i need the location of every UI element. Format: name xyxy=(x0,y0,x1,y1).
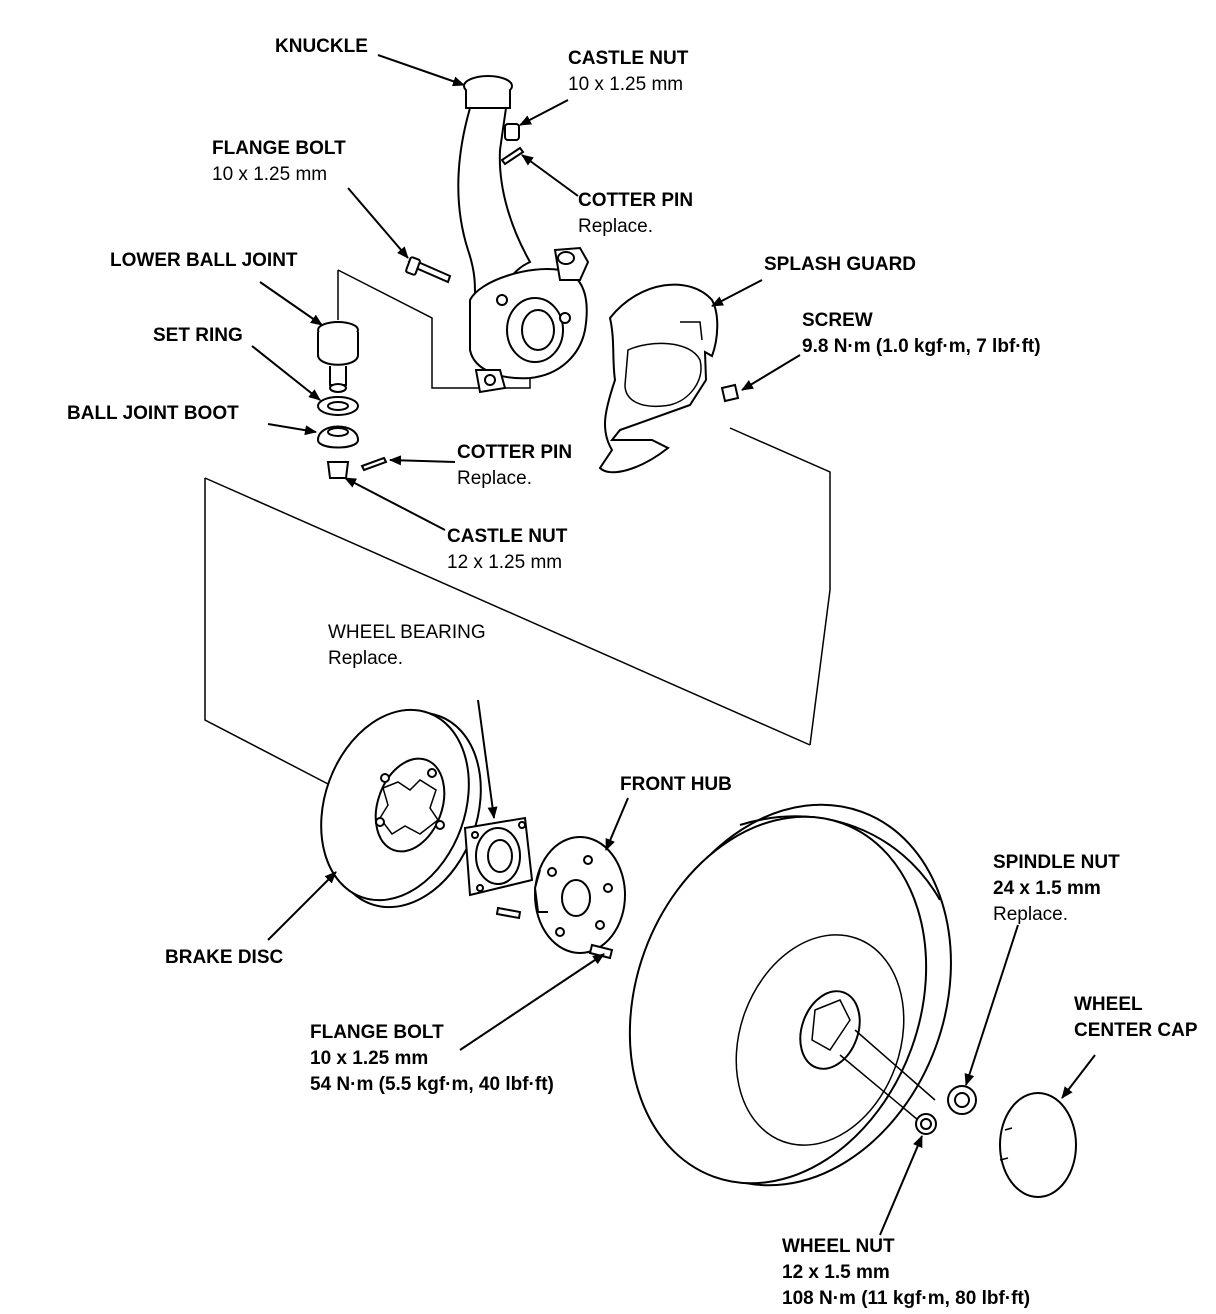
knuckle-part xyxy=(457,75,590,394)
spindle-nut-note: Replace. xyxy=(993,904,1068,925)
ball-joint-boot-label: BALL JOINT BOOT xyxy=(67,401,239,427)
spindle-nut-part xyxy=(947,1085,977,1115)
wheel-center-cap-label: WHEEL CENTER CAP xyxy=(1074,992,1198,1044)
castle-nut-top-title: CASTLE NUT xyxy=(568,48,689,69)
lower-ball-joint-part xyxy=(317,321,359,393)
ball-joint-boot-title: BALL JOINT BOOT xyxy=(67,403,239,424)
splash-guard-part xyxy=(598,283,719,474)
castle-nut-mid-spec: 12 x 1.25 mm xyxy=(447,552,563,573)
castle-nut-top-spec: 10 x 1.25 mm xyxy=(568,74,684,95)
cotter-pin-mid-part xyxy=(360,456,388,472)
leader-arrows xyxy=(251,54,1096,1236)
cotter-pin-mid-label: COTTER PIN Replace. xyxy=(457,440,572,492)
knuckle-title: KNUCKLE xyxy=(275,36,368,57)
wheel-nut-part xyxy=(915,1113,937,1135)
flange-bolt-bottom-title: FLANGE BOLT xyxy=(310,1022,444,1043)
lower-ball-joint-title: LOWER BALL JOINT xyxy=(110,250,298,271)
front-hub-title: FRONT HUB xyxy=(620,774,732,795)
ball-joint-boot-part xyxy=(316,425,360,449)
spindle-nut-spec: 24 x 1.5 mm xyxy=(993,878,1101,899)
castle-nut-mid-label: CASTLE NUT 12 x 1.25 mm xyxy=(447,524,567,576)
castle-nut-mid-title: CASTLE NUT xyxy=(447,526,568,547)
wheel-center-cap-part xyxy=(999,1092,1077,1198)
set-ring-part xyxy=(317,396,359,416)
wheel-bearing-part xyxy=(463,816,534,897)
brake-disc-part xyxy=(320,708,482,909)
spindle-nut-title: SPINDLE NUT xyxy=(993,852,1120,873)
splash-guard-label: SPLASH GUARD xyxy=(764,252,916,278)
wheel-tire-part xyxy=(628,803,952,1187)
flange-bolt-bottom-torque: 54 N·m (5.5 kgf·m, 40 lbf·ft) xyxy=(310,1074,554,1095)
front-hub-label: FRONT HUB xyxy=(620,772,732,798)
castle-nut-top-label: CASTLE NUT 10 x 1.25 mm xyxy=(568,46,688,98)
cotter-pin-top-label: COTTER PIN Replace. xyxy=(578,188,693,240)
set-ring-label: SET RING xyxy=(153,323,243,349)
set-ring-title: SET RING xyxy=(153,325,243,346)
wheel-nut-title: WHEEL NUT xyxy=(782,1236,895,1257)
wheel-nut-spec: 12 x 1.5 mm xyxy=(782,1262,890,1283)
flange-bolt-top-title: FLANGE BOLT xyxy=(212,138,346,159)
castle-nut-mid-part xyxy=(326,461,350,479)
front-hub-part xyxy=(533,836,626,954)
wheel-bearing-note: Replace. xyxy=(328,648,403,669)
cotter-pin-top-part xyxy=(500,146,525,166)
cotter-pin-top-title: COTTER PIN xyxy=(578,190,694,211)
flange-bolt-top-spec: 10 x 1.25 mm xyxy=(212,164,328,185)
screw-label: SCREW 9.8 N·m (1.0 kgf·m, 7 lbf·ft) xyxy=(802,308,1041,360)
cotter-pin-top-note: Replace. xyxy=(578,216,653,237)
brake-disc-title: BRAKE DISC xyxy=(165,947,284,968)
castle-nut-top-part xyxy=(504,123,520,141)
wheel-bearing-label: WHEEL BEARING Replace. xyxy=(328,620,486,672)
wheel-nut-torque: 108 N·m (11 kgf·m, 80 lbf·ft) xyxy=(782,1288,1031,1309)
screw-title: SCREW xyxy=(802,310,873,331)
cotter-pin-mid-note: Replace. xyxy=(457,468,532,489)
splash-guard-title: SPLASH GUARD xyxy=(764,254,917,275)
wheel-nut-label: WHEEL NUT 12 x 1.5 mm 108 N·m (11 kgf·m,… xyxy=(782,1234,1030,1312)
cotter-pin-mid-title: COTTER PIN xyxy=(457,442,573,463)
wheel-center-cap-title-line1: WHEEL xyxy=(1074,994,1143,1015)
flange-bolt-top-part xyxy=(405,256,452,284)
flange-bolt-top-label: FLANGE BOLT 10 x 1.25 mm xyxy=(212,136,346,188)
screw-part xyxy=(720,383,740,403)
flange-bolt-bottom-part xyxy=(495,906,614,960)
screw-torque: 9.8 N·m (1.0 kgf·m, 7 lbf·ft) xyxy=(802,336,1041,357)
flange-bolt-bottom-spec: 10 x 1.25 mm xyxy=(310,1048,429,1069)
flange-bolt-bottom-label: FLANGE BOLT 10 x 1.25 mm 54 N·m (5.5 kgf… xyxy=(310,1020,554,1098)
knuckle-label: KNUCKLE xyxy=(275,34,368,60)
lower-ball-joint-label: LOWER BALL JOINT xyxy=(110,248,298,274)
wheel-bearing-title: WHEEL BEARING xyxy=(328,622,486,643)
brake-disc-label: BRAKE DISC xyxy=(165,945,283,971)
wheel-center-cap-title-line2: CENTER CAP xyxy=(1074,1020,1198,1041)
spindle-nut-label: SPINDLE NUT 24 x 1.5 mm Replace. xyxy=(993,850,1120,928)
